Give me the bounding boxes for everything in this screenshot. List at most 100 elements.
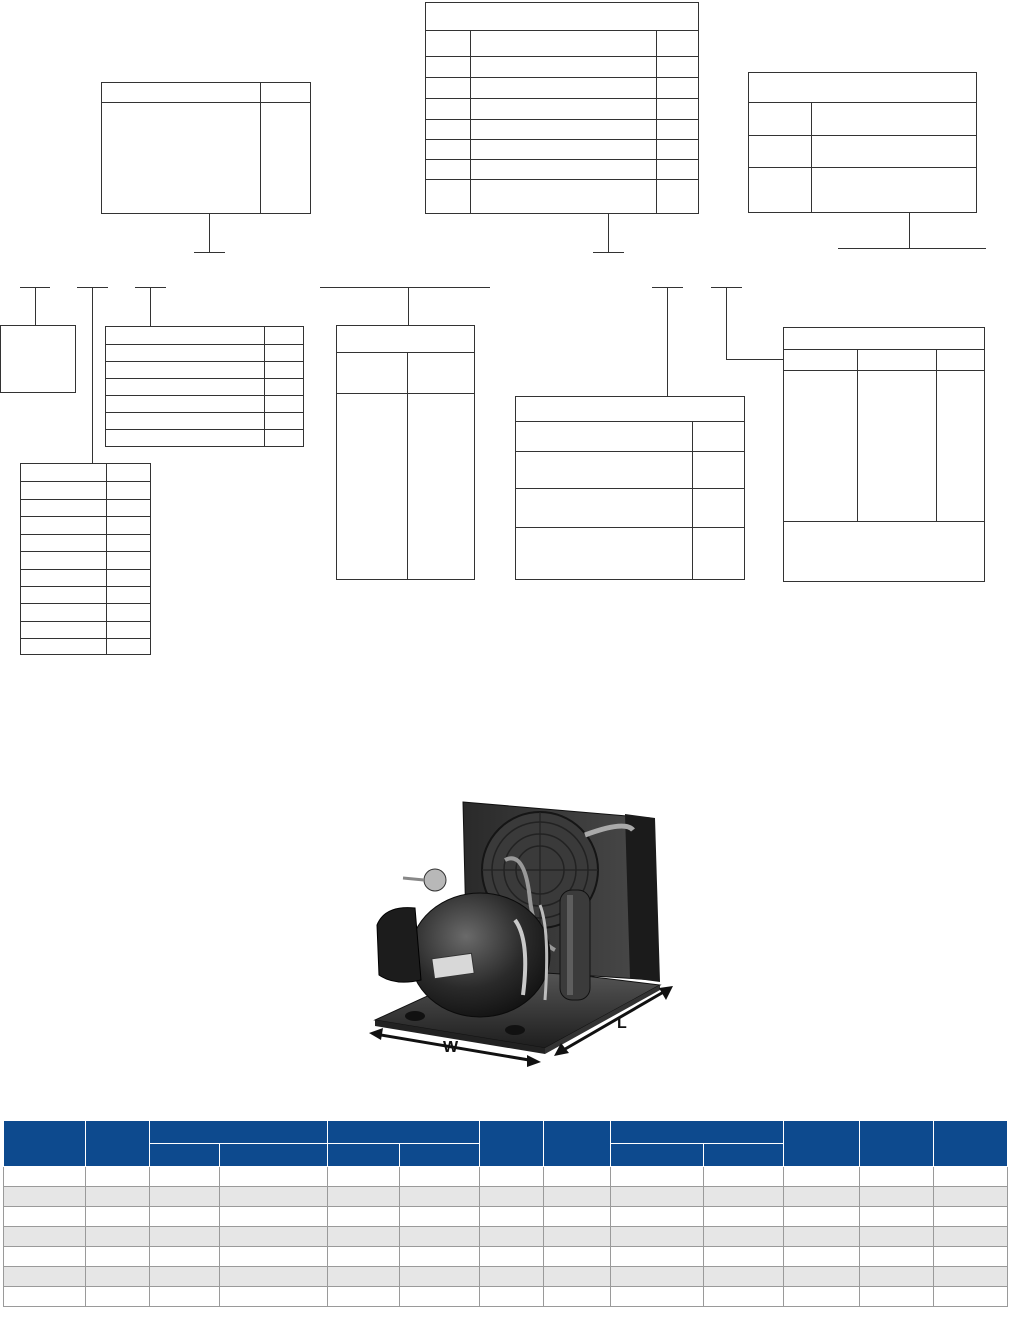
table-cell xyxy=(859,1246,934,1267)
table-cell xyxy=(219,1186,328,1207)
table-cell xyxy=(327,1206,400,1227)
table-cell xyxy=(933,1266,1008,1287)
callout-box-bottom-left xyxy=(20,463,151,655)
table-cell xyxy=(610,1246,704,1267)
table-cell xyxy=(399,1246,480,1267)
table-cell xyxy=(327,1266,400,1287)
table-cell xyxy=(219,1246,328,1267)
callout-box-center-right xyxy=(515,396,745,580)
table-subheader-cell xyxy=(219,1143,328,1167)
connector-line xyxy=(593,252,624,253)
connector-line xyxy=(838,248,986,249)
table-cell xyxy=(85,1206,150,1227)
table-cell xyxy=(399,1266,480,1287)
table-row xyxy=(3,1266,1008,1287)
table-cell xyxy=(610,1226,704,1247)
table-cell xyxy=(3,1206,86,1227)
table-cell xyxy=(149,1246,220,1267)
table-cell xyxy=(543,1206,611,1227)
table-cell xyxy=(703,1186,784,1207)
table-row xyxy=(3,1246,1008,1267)
table-cell xyxy=(933,1166,1008,1187)
table-cell xyxy=(85,1166,150,1187)
table-cell xyxy=(703,1166,784,1187)
table-header-cell xyxy=(783,1120,860,1167)
connector-line xyxy=(194,252,225,253)
table-cell xyxy=(219,1206,328,1227)
table-cell xyxy=(85,1226,150,1247)
table-subheader-cell xyxy=(327,1143,400,1167)
table-cell xyxy=(149,1166,220,1187)
table-cell xyxy=(3,1246,86,1267)
callout-box-center-left xyxy=(105,326,304,447)
table-header-cell xyxy=(3,1120,86,1167)
table-cell xyxy=(3,1226,86,1247)
table-cell xyxy=(543,1266,611,1287)
table-header-row xyxy=(3,1120,1008,1167)
connector-line xyxy=(909,213,910,248)
table-cell xyxy=(859,1266,934,1287)
table-cell xyxy=(859,1166,934,1187)
callout-box-small-left xyxy=(0,325,76,393)
table-subheader-row xyxy=(4,1143,1008,1167)
table-header-group xyxy=(149,1120,328,1144)
table-cell xyxy=(327,1186,400,1207)
table-cell xyxy=(85,1286,150,1307)
table-subheader-cell xyxy=(399,1143,480,1167)
table-cell xyxy=(859,1186,934,1207)
table-cell xyxy=(3,1166,86,1187)
table-header-cell xyxy=(543,1120,611,1167)
table-cell xyxy=(933,1206,1008,1227)
callout-box-right xyxy=(783,327,985,582)
table-cell xyxy=(399,1286,480,1307)
table-cell xyxy=(783,1226,860,1247)
table-header-group xyxy=(610,1120,784,1144)
table-cell xyxy=(543,1226,611,1247)
table-cell xyxy=(479,1186,544,1207)
table-cell xyxy=(703,1266,784,1287)
table-header-cell xyxy=(859,1120,934,1167)
table-cell xyxy=(933,1226,1008,1247)
table-cell xyxy=(219,1166,328,1187)
table-cell xyxy=(543,1186,611,1207)
width-label: W xyxy=(443,1039,459,1056)
table-header-group xyxy=(327,1120,480,1144)
table-cell xyxy=(85,1246,150,1267)
callout-box-center xyxy=(336,325,475,580)
table-subheader-cell xyxy=(149,1143,220,1167)
table-cell xyxy=(543,1286,611,1307)
table-cell xyxy=(859,1226,934,1247)
connector-line xyxy=(209,214,210,252)
table-cell xyxy=(933,1186,1008,1207)
table-cell xyxy=(85,1266,150,1287)
table-cell xyxy=(783,1246,860,1267)
table-cell xyxy=(149,1266,220,1287)
table-cell xyxy=(610,1206,704,1227)
table-cell xyxy=(543,1246,611,1267)
table-cell xyxy=(783,1286,860,1307)
table-cell xyxy=(859,1286,934,1307)
table-cell xyxy=(703,1286,784,1307)
table-subheader-cell xyxy=(610,1143,704,1167)
table-cell xyxy=(327,1226,400,1247)
table-cell xyxy=(703,1246,784,1267)
callout-box-top-right xyxy=(748,72,977,213)
table-cell xyxy=(783,1266,860,1287)
table-cell xyxy=(543,1166,611,1187)
table-cell xyxy=(859,1206,934,1227)
table-cell xyxy=(479,1246,544,1267)
table-header-cell xyxy=(85,1120,150,1167)
table-row xyxy=(3,1186,1008,1207)
table-cell xyxy=(479,1286,544,1307)
table-cell xyxy=(783,1186,860,1207)
table-subheader-cell xyxy=(703,1143,784,1167)
table-cell xyxy=(479,1206,544,1227)
table-cell xyxy=(703,1226,784,1247)
table-cell xyxy=(399,1166,480,1187)
table-cell xyxy=(783,1166,860,1187)
table-cell xyxy=(219,1226,328,1247)
table-cell xyxy=(933,1246,1008,1267)
table-cell xyxy=(149,1226,220,1247)
table-cell xyxy=(85,1186,150,1207)
table-cell xyxy=(610,1186,704,1207)
